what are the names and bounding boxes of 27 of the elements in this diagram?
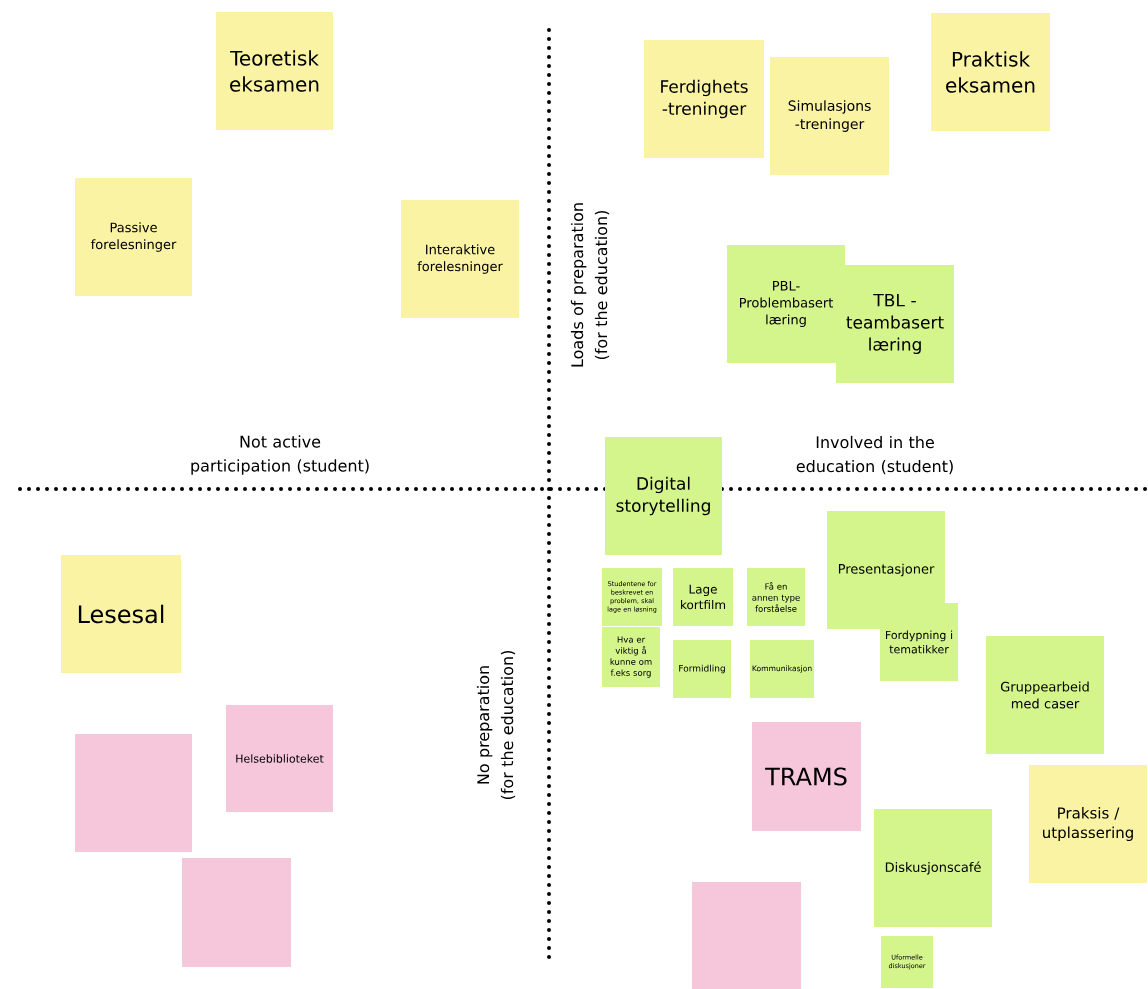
sticky-note: Passive forelesninger	[75, 178, 192, 296]
sticky-note: Lage kortfilm	[673, 568, 733, 626]
sticky-note: Simulasjons -treninger	[770, 57, 889, 175]
axis-label: Involved in the education (student)	[796, 435, 953, 475]
sticky-note: Teoretisk eksamen	[216, 12, 333, 130]
sticky-note: Praksis / utplassering	[1029, 765, 1147, 883]
sticky-note: Få en annen type forståelse	[747, 568, 805, 626]
sticky-note: PBL- Problembasert læring	[727, 245, 845, 363]
sticky-note	[182, 858, 291, 967]
sticky-note: Gruppearbeid med caser	[986, 636, 1104, 754]
sticky-note	[75, 734, 192, 852]
sticky-note: Helsebiblioteket	[226, 705, 333, 812]
sticky-note: Fordypning i tematikker	[880, 603, 958, 681]
sticky-note: Hva er viktig å kunne om f.eks sorg	[602, 627, 660, 687]
axis-label: Not active participation (student)	[191, 435, 369, 475]
sticky-note: TBL - teambasert læring	[836, 265, 954, 383]
axis-label: Loads of preparation (for the education)	[570, 203, 610, 367]
sticky-note: Digital storytelling	[605, 437, 722, 555]
sticky-note	[692, 882, 801, 989]
sticky-note: Diskusjonscafé	[874, 809, 992, 927]
sticky-note: Formidling	[673, 640, 731, 698]
axis-label: No preparation (for the education)	[476, 651, 516, 800]
sticky-note: TRAMS	[752, 722, 861, 831]
sticky-note: Lesesal	[61, 555, 181, 673]
sticky-note: Interaktive forelesninger	[401, 200, 519, 318]
sticky-note: Praktisk eksamen	[931, 13, 1050, 131]
sticky-note: Ferdighets -treninger	[644, 40, 764, 158]
